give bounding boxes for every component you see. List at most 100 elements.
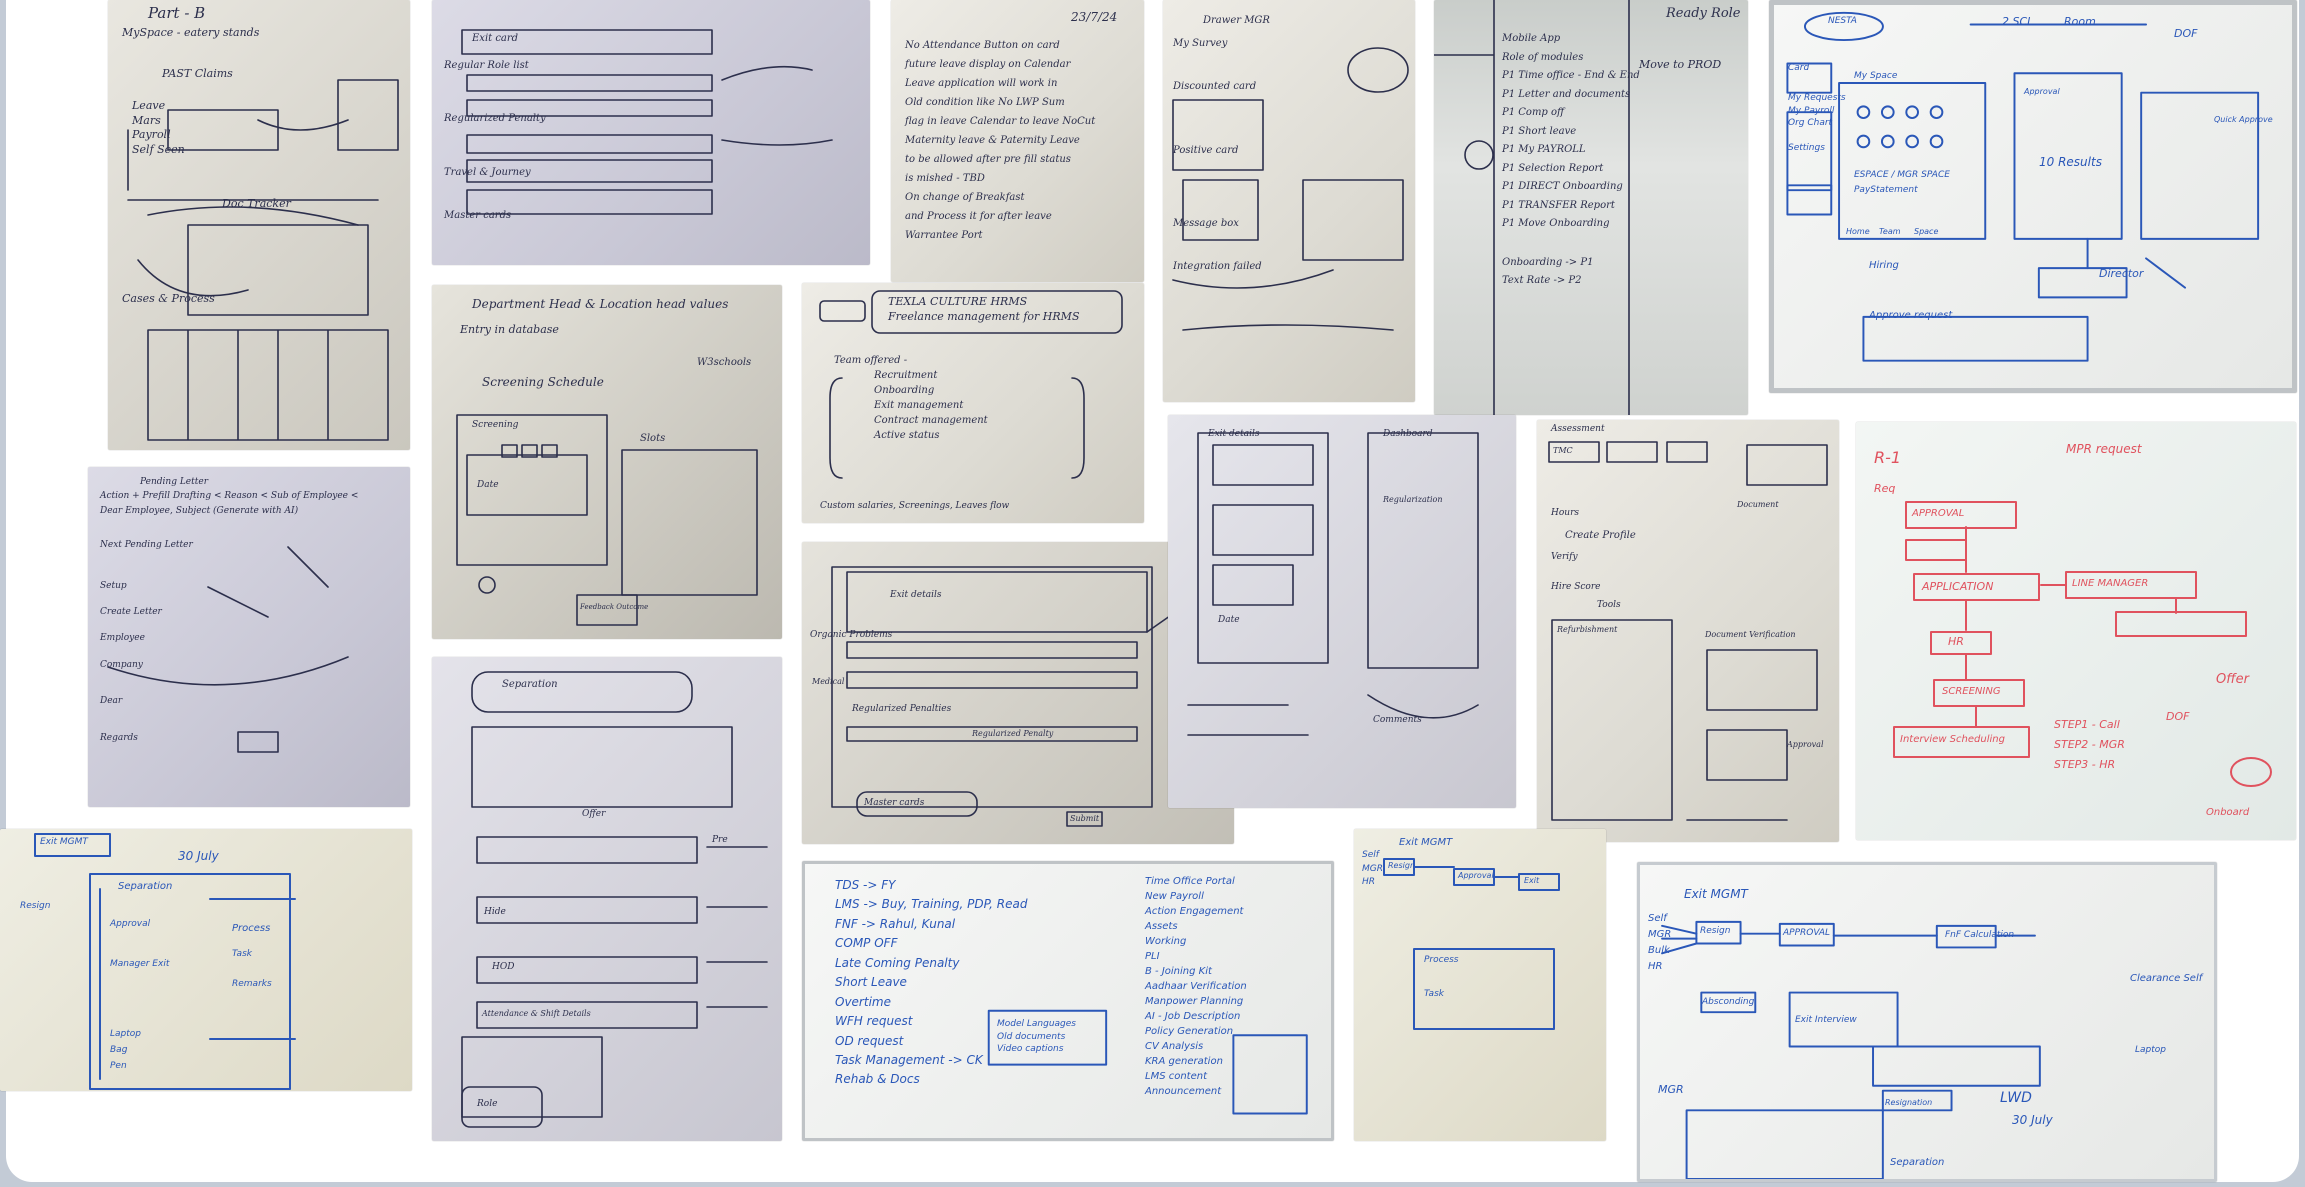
note-line: Next Pending Letter [100, 540, 193, 551]
feature-item: PLI [1145, 951, 1160, 962]
page-title: Department Head & Location head values [472, 297, 729, 311]
note-line: P1 Letter and documents [1502, 88, 1631, 100]
board-label: Resign [1388, 861, 1416, 870]
note-line: Create Letter [100, 606, 162, 617]
form-label: Regularized Penalty [972, 729, 1054, 738]
note-line: Role of modules [1502, 51, 1584, 63]
board-label: LINE MANAGER [2072, 578, 2149, 589]
board-label: Task [232, 949, 252, 959]
board-label: LWD [2000, 1090, 2032, 1106]
note-line: and Process it for after leave [905, 211, 1052, 222]
form-label: Document [1737, 500, 1779, 509]
form-label: Comments [1373, 715, 1422, 725]
board-label: Offer [2216, 672, 2249, 687]
sketch-lines [1548, 441, 1828, 821]
board-date: 30 July [2012, 1113, 2053, 1127]
board-label: Remarks [232, 979, 272, 989]
note-line: Drawer MGR [1203, 15, 1270, 26]
board-label: Interview Scheduling [1900, 734, 2005, 745]
form-label: Hire Score [1551, 582, 1601, 592]
form-label: Assessment [1551, 424, 1605, 434]
note-line: Old condition like No LWP Sum [905, 97, 1065, 108]
note-line: Warrantee Port [905, 230, 983, 241]
form-label: Medical [812, 677, 845, 686]
photo-assessment-sketch: Assessment TMC Document Hours Create Pro… [1537, 420, 1839, 842]
board-label: STEP3 - HR [2054, 758, 2116, 771]
board-label: Space [1914, 227, 1939, 236]
board-label: SCREENING [1942, 686, 2001, 697]
note-lines: No Attendance Button on card future leav… [905, 36, 1095, 245]
board-title: Exit MGMT [1399, 837, 1453, 848]
board-label: DOF [2174, 27, 2198, 40]
feature-item: Manpower Planning [1145, 996, 1244, 1007]
sketch-lines [456, 414, 758, 626]
sketch-lines [1172, 47, 1409, 331]
board-label: Exit [1524, 876, 1540, 885]
note-line: W3schools [697, 357, 752, 368]
page-date: 23/7/24 [1071, 10, 1118, 24]
board-label: Laptop [2135, 1045, 2166, 1055]
feature-item: Policy Generation [1145, 1026, 1234, 1037]
feature-item: COMP OFF [835, 936, 898, 951]
board-date: 30 July [178, 849, 219, 863]
note-line: Cases & Process [122, 291, 215, 305]
board-label: Clearance Self [2130, 973, 2203, 984]
feature-item: WFH request [835, 1014, 913, 1029]
board-label: My Requests [1788, 93, 1846, 104]
board-label: Settings [1788, 142, 1825, 153]
note-line: Leave [132, 99, 166, 113]
note-line: Onboarding -> P1 [1502, 256, 1594, 268]
board-label: Approve request [1869, 310, 1953, 321]
note-line: Pending Letter [140, 477, 208, 487]
note-lines: Drawer MGR My Survey Discounted card Pos… [1173, 14, 1270, 273]
note-line: Setup [100, 580, 127, 591]
note-line: Exit card [472, 33, 519, 44]
board-label: MGR [1362, 863, 1383, 874]
note-line: Company [100, 659, 143, 670]
note-line: Active status [874, 430, 940, 441]
photo-recruitment-flow-board: R-1 MPR request Req APPROVAL APPLICATION… [1856, 422, 2296, 840]
feature-box: Model Languages Old documents Video capt… [997, 1018, 1076, 1056]
form-label: HOD [492, 962, 515, 972]
note-line: P1 Short leave [1502, 125, 1577, 137]
board-label: Resignation [1885, 1098, 1933, 1107]
feature-item: Video captions [997, 1044, 1064, 1055]
note-line: Screening [472, 420, 519, 430]
note-line: Slots [640, 433, 666, 444]
board-label: 10 Results [2039, 155, 2102, 169]
sketch-lines [1383, 858, 1560, 1030]
form-label: Regularization [1383, 495, 1443, 504]
note-line: P1 DIRECT Onboarding [1502, 181, 1623, 192]
board-label: Approval [2024, 87, 2060, 96]
board-label: STEP2 - MGR [2054, 738, 2125, 751]
note-line: TEXLA CULTURE HRMS [888, 295, 1028, 308]
page-title: Part - B [148, 4, 206, 22]
note-lines: TEXLA CULTURE HRMS Freelance management … [888, 295, 1080, 324]
feature-item: KRA generation [1145, 1056, 1223, 1067]
board-label: HR [1362, 877, 1376, 887]
sketch-lines [1661, 920, 2041, 1179]
form-label: Pre [712, 835, 728, 845]
photo-exit-mgmt-board: Exit MGMT Self MGR Bulk HR Resign APPROV… [1637, 862, 2217, 1182]
photo-separation-board: Exit MGMT 30 July Separation Resign Appr… [0, 829, 412, 1091]
board-label: DOF [2166, 710, 2190, 723]
feature-item: B - Joining Kit [1145, 966, 1212, 977]
note-line: is mished - TBD [905, 173, 985, 184]
note-line: Date [477, 480, 499, 490]
note-line: Master cards [444, 209, 512, 221]
form-label: Refurbishment [1557, 625, 1618, 634]
photo-exit-mgmt-small: Exit MGMT Self MGR HR Resign Approval Ex… [1354, 829, 1606, 1141]
form-label: Attendance & Shift Details [482, 1009, 591, 1018]
board-label: Process [232, 923, 271, 934]
board-label: Room [2064, 15, 2096, 28]
note-lines: Team offered - Recruitment Onboarding Ex… [834, 353, 988, 443]
note-line: Exit management [874, 400, 964, 411]
note-line: Maternity leave & Paternity Leave [905, 135, 1080, 146]
board-title: Ready Role [1666, 6, 1741, 21]
photo-separation-page: Separation Hide HOD Pre Offer Attendance… [432, 657, 782, 1141]
board-label: Process [1424, 955, 1459, 965]
feature-item: FNF -> Rahul, Kunal [835, 916, 956, 931]
note-line: future leave display on Calendar [905, 59, 1071, 70]
sketch-lines [127, 79, 399, 441]
board-label: Director [2099, 267, 2144, 280]
